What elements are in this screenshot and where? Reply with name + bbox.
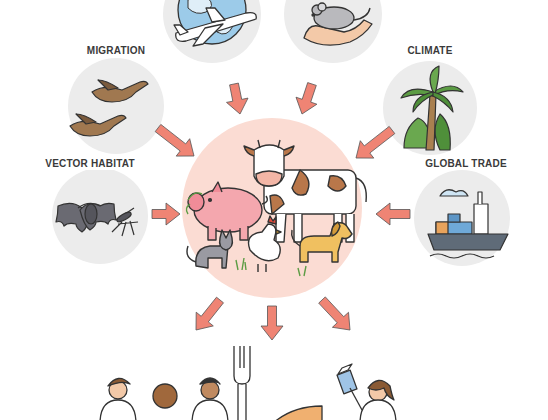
plane-globe-icon — [174, 0, 256, 46]
cargo-ship-icon — [428, 190, 508, 258]
block-arrow — [155, 124, 194, 156]
block-arrow — [261, 306, 283, 340]
block-arrow — [319, 297, 350, 330]
factor-label-node: VECTOR HABITAT — [43, 153, 136, 171]
factor-label-node: MIGRATION — [85, 40, 147, 58]
block-arrow — [227, 83, 249, 114]
palm-tree-icon — [401, 66, 463, 150]
mouse-hand-icon — [304, 3, 372, 45]
people-food-icon — [100, 346, 396, 420]
block-arrow — [376, 203, 410, 225]
livestock-icon — [186, 140, 366, 276]
factor-label: CLIMATE — [405, 45, 454, 57]
factor-label: GLOBAL TRADE — [423, 158, 509, 170]
factor-label-node: CLIMATE — [405, 40, 454, 58]
block-arrow — [296, 83, 317, 114]
geese-icon — [70, 80, 148, 136]
block-arrow — [356, 126, 395, 158]
factor-label: VECTOR HABITAT — [43, 158, 136, 170]
arrow-group — [152, 83, 410, 340]
block-arrow — [152, 203, 180, 225]
block-arrow — [196, 297, 224, 330]
factor-label: MIGRATION — [85, 45, 147, 57]
bat-mosquito-icon — [56, 203, 138, 236]
animal-circle — [182, 118, 362, 298]
factor-label-node: GLOBAL TRADE — [423, 153, 509, 171]
